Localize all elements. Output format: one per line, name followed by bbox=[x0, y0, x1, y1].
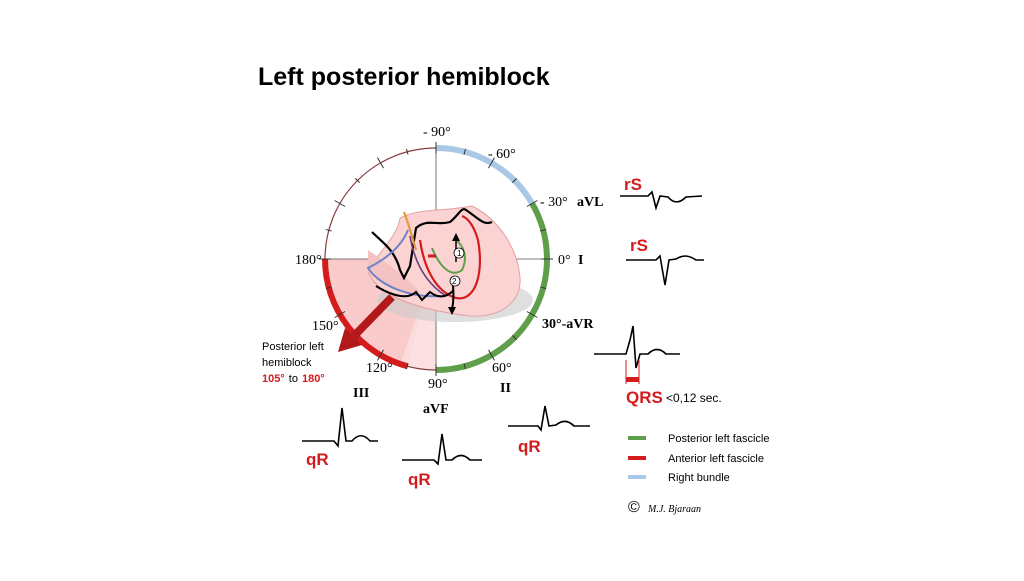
circle-tick bbox=[334, 311, 346, 318]
label-90: 90° bbox=[428, 377, 448, 392]
conduction-path bbox=[409, 235, 447, 297]
circle-tick bbox=[540, 229, 547, 232]
heart-illustration: 1 2 bbox=[366, 205, 533, 322]
label-lead-i: I bbox=[578, 253, 583, 268]
circle-tick bbox=[325, 229, 332, 232]
marker-1-label: 1 bbox=[457, 249, 462, 258]
circle-tick bbox=[463, 363, 466, 370]
circle-tick bbox=[488, 157, 495, 169]
qrs-duration: <0,12 sec. bbox=[666, 391, 722, 405]
label-avl: aVL bbox=[577, 195, 603, 210]
circle-tick bbox=[377, 157, 384, 169]
ecg-label-lead-i: rS bbox=[630, 236, 648, 255]
vector-arrowhead-1 bbox=[452, 233, 460, 241]
zone-note-line1: Posterior left bbox=[262, 341, 324, 353]
label-lead-ii: II bbox=[500, 381, 511, 396]
legend-label-right-bundle: Right bundle bbox=[668, 472, 730, 484]
legend-label-posterior: Posterior left fascicle bbox=[668, 433, 769, 445]
his-bundle-path bbox=[402, 211, 418, 251]
axis-arrowhead bbox=[338, 328, 362, 352]
slide-title: Left posterior hemiblock bbox=[258, 63, 550, 91]
ecg-traces bbox=[302, 190, 704, 466]
ecg-lead-iii bbox=[302, 407, 378, 449]
right-bundle-path bbox=[366, 229, 441, 298]
legend-label-anterior: Anterior left fascicle bbox=[668, 453, 764, 465]
zone-to: 180° bbox=[302, 373, 325, 385]
label-120: 120° bbox=[366, 361, 393, 376]
circle-tick bbox=[488, 349, 495, 361]
label-minus60: - 60° bbox=[488, 147, 516, 162]
circle-tick bbox=[512, 335, 517, 340]
qrs-label: QRS bbox=[626, 388, 663, 407]
ecg-avl bbox=[620, 190, 703, 211]
right-bundle-arc bbox=[435, 145, 535, 206]
legend: Posterior left fascicle Anterior left fa… bbox=[628, 433, 769, 484]
circle-tick bbox=[526, 200, 538, 207]
anterior-fascicle-arc bbox=[322, 258, 409, 370]
ecg-label-lead-ii: qR bbox=[518, 437, 541, 456]
label-150: 150° bbox=[312, 319, 339, 334]
ecg-lead-i bbox=[626, 254, 704, 286]
legend-swatch-anterior bbox=[628, 456, 646, 460]
legend-swatch-posterior bbox=[628, 436, 646, 440]
label-avf: aVF bbox=[423, 402, 449, 417]
label-30-avr: 30°-aVR bbox=[542, 317, 594, 332]
posterior-axis-arrow bbox=[338, 294, 395, 352]
copyright-symbol: © bbox=[628, 499, 640, 516]
posterior-fascicle-path bbox=[431, 239, 466, 274]
circle-tick bbox=[377, 349, 384, 361]
circle-tick bbox=[463, 148, 466, 155]
label-minus90: - 90° bbox=[423, 125, 451, 140]
circle-tick bbox=[325, 286, 332, 289]
axis-arrow-shaft bbox=[351, 294, 395, 339]
anterior-fascicle-path bbox=[418, 214, 482, 300]
zone-note-range: 105° to 180° bbox=[262, 373, 325, 385]
circle-tick bbox=[406, 148, 409, 155]
zone-to-word: to bbox=[289, 373, 298, 385]
label-180: 180° bbox=[295, 253, 322, 268]
circle-tick bbox=[355, 178, 360, 183]
signature: M.J. Bjaraan bbox=[647, 504, 701, 515]
qrs-duration-bar bbox=[626, 377, 639, 382]
label-zero: 0° bbox=[558, 253, 571, 268]
zone-note-line2: hemiblock bbox=[262, 357, 312, 369]
marker-2-label: 2 bbox=[452, 277, 457, 286]
circle-tick bbox=[526, 311, 538, 318]
ecg-avf bbox=[402, 433, 482, 466]
label-lead-iii: III bbox=[353, 386, 369, 401]
label-minus30: - 30° bbox=[540, 195, 568, 210]
heart-bottom-outline bbox=[375, 285, 455, 302]
ecg-lead-ii bbox=[508, 405, 590, 432]
marker-2-circle bbox=[449, 275, 461, 287]
ecg-label-lead-iii: qR bbox=[306, 450, 329, 469]
circle-tick bbox=[334, 200, 346, 207]
legend-swatch-right-bundle bbox=[628, 475, 646, 479]
circle-tick bbox=[512, 178, 517, 183]
vector-arrowhead-2 bbox=[448, 307, 456, 315]
circle-tick bbox=[540, 286, 547, 289]
ecg-avr bbox=[594, 325, 680, 369]
ecg-label-avf: qR bbox=[408, 470, 431, 489]
ecg-label-avl: rS bbox=[624, 175, 642, 194]
marker-1-circle bbox=[453, 247, 465, 259]
heart-outline bbox=[371, 208, 493, 281]
label-60: 60° bbox=[492, 361, 512, 376]
circle-tick bbox=[406, 363, 409, 370]
zone-from: 105° bbox=[262, 373, 285, 385]
